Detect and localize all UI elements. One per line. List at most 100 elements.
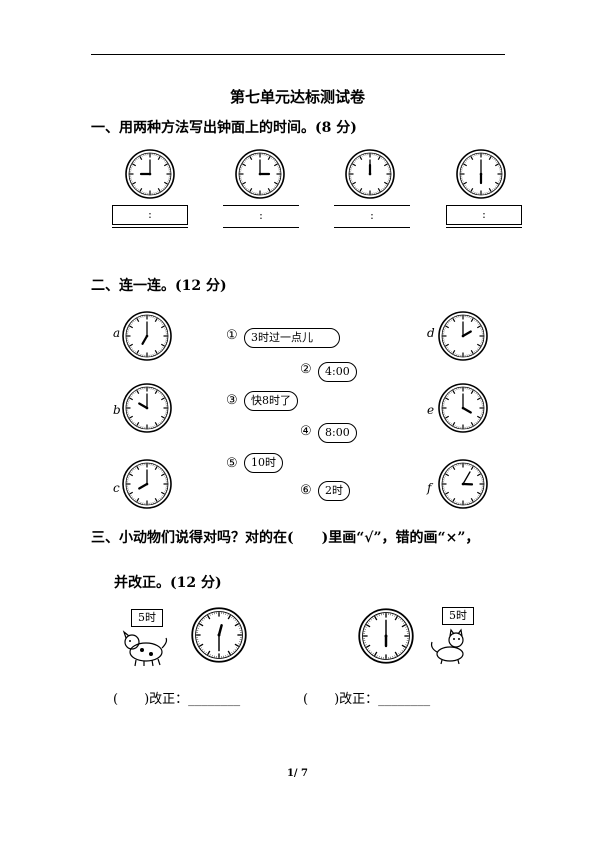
top-rule [91,54,505,55]
clock-tick [134,186,137,188]
clock-tick [277,181,279,183]
answer-box-4[interactable]: : [446,205,522,225]
clock-tick [475,392,477,395]
clock-tick [160,348,163,350]
clock-tick [488,191,490,193]
clock-tick [128,343,130,345]
clock-tick [128,399,130,401]
clock-center-pin [461,406,465,410]
clock-tick [354,186,357,188]
answer-line-2b[interactable] [223,227,299,228]
clock-inner-ring [195,611,243,659]
clock-tick [128,327,130,329]
clock-tick [476,394,479,396]
section3-heading-line1: 三、小动物们说得对吗？对的在( )里画“√”，错的画“×”， [91,530,480,546]
clock-tick [162,347,164,349]
clock-tick [198,622,204,627]
clock-tick [353,185,355,187]
clock-tick [246,158,248,161]
clock-tick [373,651,378,657]
answer-line-1[interactable] [112,227,188,228]
clock-tick [225,613,227,615]
clock-tick [157,187,161,193]
clock-tick [401,644,407,649]
clock-tick [160,322,163,324]
clock-center-pin [461,334,465,338]
clock-tick [480,415,482,417]
clock-tick [470,389,472,391]
clock-tick [496,161,498,163]
clock-tick [377,187,381,193]
clock-tick [159,421,161,424]
section2-clock-f [437,458,489,514]
clock-tick [131,470,134,472]
clock-tick [158,351,160,353]
clock-tick [272,187,274,190]
clock-hour-hand [138,402,149,410]
clock-tick [470,497,474,503]
clock-tick [478,471,480,473]
clock-tick [493,187,495,190]
left-correction-field[interactable]: ( )改正：________ [113,692,241,707]
section3-heading-line2: 并改正。(12 分) [114,575,222,591]
section1-clock-4 [455,148,507,204]
clock-tick [474,319,476,321]
clock-tick [134,160,137,162]
clock-tick [444,343,450,347]
clock-inner-ring [238,152,282,196]
clock-tick [454,425,456,427]
clock-tick [377,155,381,161]
clock-tick [154,349,158,355]
clock-tick [403,622,405,624]
clock-tick [154,465,156,467]
clock-tick [275,185,277,187]
clock-tick [241,181,243,183]
clock-tick [130,395,132,397]
clock-tick [364,628,366,630]
clock-tick [138,353,140,355]
item-1-number: ① [226,328,238,343]
clock-tick [231,616,233,618]
clock-tick [130,419,132,421]
clock-tick [163,186,166,188]
clock-tick [406,642,408,644]
clock-tick [162,471,164,473]
clock-tick [480,491,482,493]
answer-line-2a[interactable] [223,205,299,206]
clock-tick [351,181,357,185]
clock-tick [243,161,245,163]
clock-tick [385,161,387,163]
clock-tick [227,614,229,616]
clock-tick [444,399,446,401]
clock-tick [163,160,166,162]
clock-tick [454,353,456,355]
clock-tick [498,165,500,167]
clock-tick [476,470,479,472]
answer-line-3a[interactable] [334,205,410,206]
clock-tick [476,343,482,347]
answer-line-4[interactable] [446,227,522,228]
clock-tick [131,420,134,422]
clock-tick [133,497,135,500]
clock-tick [370,618,372,621]
clock-tick [160,491,166,495]
clock-tick [251,155,253,157]
clock-tick [470,421,474,427]
answer-box-1[interactable]: : [112,205,188,225]
clock-tick [452,465,456,471]
clock-tick [454,389,456,391]
clock-tick [201,619,204,621]
clock-tick [162,187,164,190]
clock-tick [162,419,164,421]
clock-tick [357,189,359,191]
clock-center-pin [217,633,221,637]
clock-tick [273,181,279,185]
right-correction-field[interactable]: ( )改正：________ [303,692,431,707]
answer-line-3b[interactable] [334,227,410,228]
clock-tick [444,325,450,329]
clock-tick [492,189,494,191]
clock-tick [476,473,482,477]
clock-tick [205,616,207,618]
clock-inner-ring [128,152,172,196]
clock-tick [251,191,253,193]
